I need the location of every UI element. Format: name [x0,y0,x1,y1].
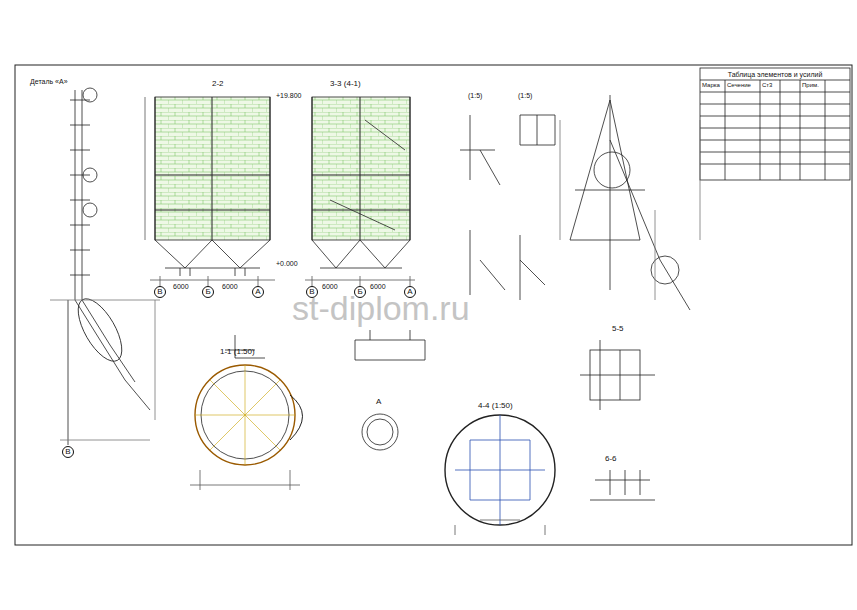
drawing-label: 3-3 (4-1) [330,80,361,89]
axis-bubble: В [306,286,318,298]
drawing-label: 5-5 [612,325,624,334]
axis-bubble: А [252,286,264,298]
node-text: Б [205,288,210,296]
node-text: А [255,288,260,296]
drawing-label: 2-2 [212,80,224,89]
axis-bubble: Б [202,286,214,298]
axis-bubble: Б [354,286,366,298]
drawing-label: 6000 [370,283,386,291]
drawing-label: +0.000 [276,260,298,268]
drawing-label: 4-4 (1:50) [478,402,513,411]
drawing-label: Прим. [802,82,819,89]
axis-bubble: В [62,446,74,458]
drawing-label: 6000 [173,283,189,291]
drawing-label: Марка [702,82,720,89]
table-title: Таблица элементов и усилий [702,69,848,79]
node-text: Б [357,288,362,296]
drawing-label: (1:5) [468,92,482,100]
node-text: Таблица элементов и усилий [728,71,823,78]
node-text: В [157,288,162,296]
drawing-label: 6000 [322,283,338,291]
drawing-label: +19.800 [276,92,302,100]
drawing-label: А [376,398,381,407]
drawing-label: 6000 [222,283,238,291]
axis-bubble: А [404,286,416,298]
drawing-label: Деталь «А» [30,78,68,86]
drawing-label: 1-1 (1:50) [220,348,255,357]
drawing-label: (1:5) [518,92,532,100]
node-text: А [407,288,412,296]
node-text: В [65,448,70,456]
node-text: В [309,288,314,296]
watermark: st-diplom.ru [292,290,470,327]
drawing-label: Сечение [727,82,751,89]
drawing-label: 6-6 [605,455,617,464]
axis-bubble: В [154,286,166,298]
drawing-label: Ст3 [762,82,772,89]
